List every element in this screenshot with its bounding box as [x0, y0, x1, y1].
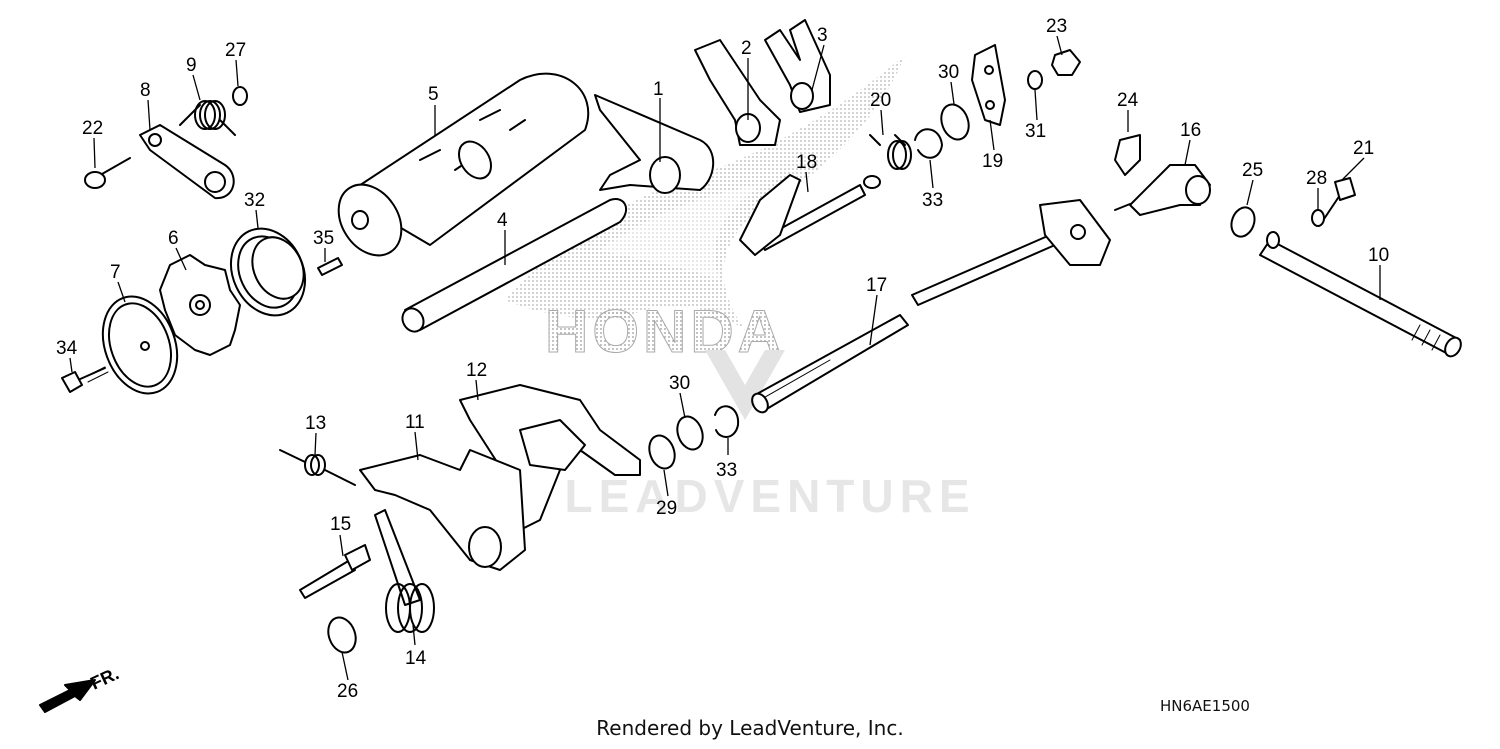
washer-25 [1230, 206, 1256, 238]
label-12: 12 [466, 360, 487, 381]
footer-credit: Rendered by LeadVenture, Inc. [596, 716, 904, 740]
washer-31 [1027, 70, 1043, 90]
label-32: 32 [244, 190, 265, 211]
pin-bolt-15 [299, 544, 371, 599]
drum-plate [459, 384, 641, 531]
label-1: 1 [653, 79, 664, 100]
spring-13 [279, 449, 356, 486]
shift-drum [337, 72, 590, 257]
circlip-33-bottom [714, 405, 740, 438]
label-33-top: 33 [922, 190, 943, 211]
label-33-bottom: 33 [716, 460, 737, 481]
label-7: 7 [110, 262, 121, 283]
shift-arm-11 [359, 449, 526, 606]
shift-shaft [911, 199, 1111, 306]
label-6: 6 [168, 228, 179, 249]
label-14: 14 [405, 648, 427, 669]
gearshift-spindle [1259, 231, 1462, 358]
return-spring-9 [179, 100, 236, 136]
label-30-top: 30 [938, 62, 959, 83]
label-31: 31 [1025, 121, 1046, 142]
bearing [230, 227, 306, 317]
label-21: 21 [1353, 138, 1374, 159]
shift-arm-16 [1114, 164, 1211, 216]
label-16: 16 [1180, 120, 1201, 141]
label-22: 22 [82, 118, 103, 139]
honda-wing-watermark [505, 55, 905, 330]
label-8: 8 [140, 80, 151, 101]
cover-plate [101, 295, 179, 395]
shift-fork-3 [764, 19, 831, 113]
spring-14 [385, 583, 435, 633]
label-26: 26 [337, 681, 358, 702]
leader-lines [69, 35, 1381, 681]
shift-fork-1 [594, 94, 715, 194]
circlip-33-top [914, 128, 943, 159]
label-11: 11 [405, 412, 425, 433]
honda-watermark-text: HONDA [545, 298, 785, 365]
honda-chevron-watermark [705, 350, 785, 420]
label-5: 5 [428, 84, 439, 105]
label-30-bottom: 30 [669, 373, 690, 394]
label-25: 25 [1242, 160, 1263, 181]
bolt-34 [61, 366, 109, 393]
clip-24 [1114, 134, 1141, 176]
label-17: 17 [866, 275, 887, 296]
washer-27 [232, 86, 248, 106]
front-marker-label: FR. [87, 663, 122, 693]
fork-shaft [401, 198, 628, 333]
label-24: 24 [1117, 90, 1139, 111]
spring-20 [869, 134, 912, 170]
label-29: 29 [656, 498, 677, 519]
label-19: 19 [982, 151, 1003, 172]
washer-28 [1311, 209, 1325, 227]
label-18: 18 [796, 152, 817, 173]
bolt-22 [84, 157, 131, 189]
washer-26 [327, 616, 357, 654]
front-arrow-icon [39, 679, 96, 713]
label-13: 13 [305, 413, 326, 434]
label-9: 9 [186, 55, 197, 76]
star-plate [159, 254, 241, 356]
label-35: 35 [313, 228, 334, 249]
diagram-code: HN6AE1500 [1160, 697, 1250, 715]
stopper-arm [139, 124, 235, 200]
part-labels: 1 2 3 4 5 6 7 8 9 10 11 12 13 14 15 16 1… [56, 16, 1389, 702]
label-28: 28 [1306, 168, 1327, 189]
label-4: 4 [497, 210, 508, 231]
shift-fork-2 [694, 39, 781, 146]
label-15: 15 [330, 514, 351, 535]
label-27: 27 [225, 40, 246, 61]
label-10: 10 [1368, 245, 1389, 266]
label-2: 2 [741, 38, 752, 59]
label-20: 20 [870, 90, 891, 111]
leadventure-watermark-text: LEADVENTURE [564, 470, 975, 522]
pin [317, 257, 343, 276]
label-34: 34 [56, 338, 78, 359]
shift-spindle [751, 314, 909, 414]
washer-30-bottom [676, 415, 704, 451]
washer-30-top [940, 103, 970, 141]
label-23: 23 [1046, 16, 1067, 37]
nut-23 [1051, 49, 1081, 76]
label-3: 3 [817, 25, 828, 46]
plate-19 [971, 44, 1006, 126]
stopper-shaft [739, 174, 881, 256]
washer-29 [648, 434, 676, 470]
